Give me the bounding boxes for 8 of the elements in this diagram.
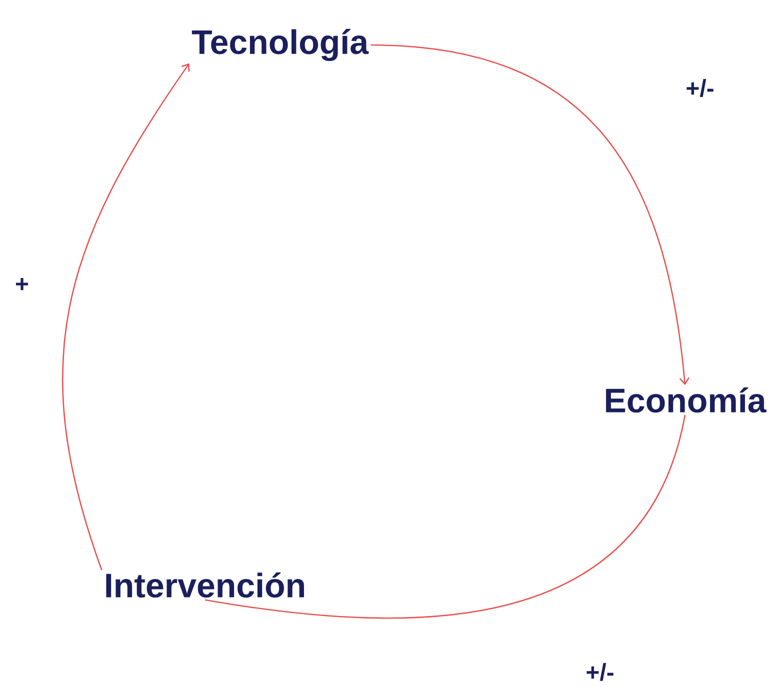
arrow <box>370 44 690 386</box>
edge-label: +/- <box>684 77 716 99</box>
node-label: Intervención <box>106 572 304 598</box>
edge-label: +/- <box>584 661 616 683</box>
edge-label: + <box>13 276 32 294</box>
node-label: Tecnología <box>192 28 369 62</box>
arrow <box>62 63 190 570</box>
node-label: Economía <box>606 387 766 413</box>
